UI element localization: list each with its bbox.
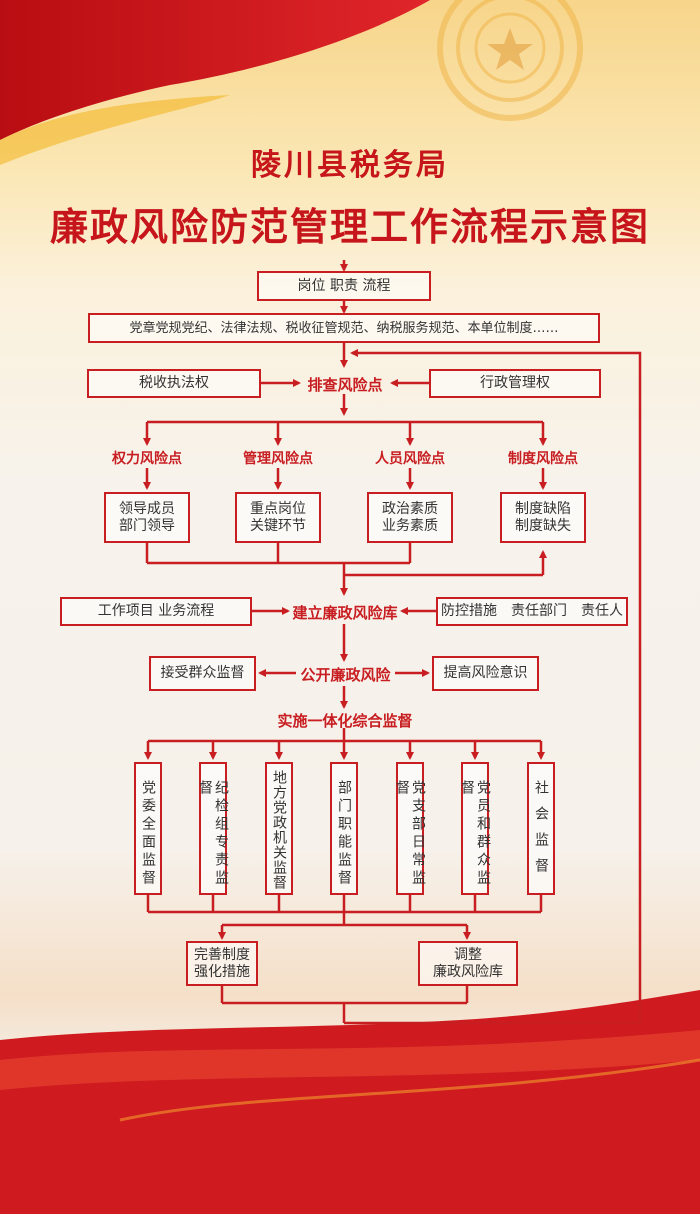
flow-connectors (143, 260, 642, 1025)
risk-label-personnel: 人员风险点 (375, 451, 445, 467)
check-risk-points-label: 排查风险点 (307, 376, 383, 394)
risk-label-system: 制度风险点 (508, 451, 578, 467)
org-title: 陵川县税务局 (251, 148, 449, 183)
integrated-supervision-label: 实施一体化综合监督 (277, 712, 413, 730)
supervision-local-government: 地方党政机关监督 (265, 762, 293, 895)
tax-enforcement-power-box: 税收执法权 (87, 369, 261, 398)
bottom-flag-decoration (0, 990, 700, 1214)
publicize-risk-label: 公开廉政风险 (300, 666, 391, 684)
risk-box-leaders: 领导成员 部门领导 (104, 492, 190, 543)
rules-box: 党章党规党纪、法律法规、税收征管规范、纳税服务规范、本单位制度…… (88, 313, 600, 343)
supervision-department: 部门职能监督 (330, 762, 358, 895)
risk-box-quality: 政治素质 业务素质 (367, 492, 453, 543)
post-duty-process-box: 岗位 职责 流程 (257, 271, 431, 301)
adjust-risk-library-box: 调整 廉政风险库 (418, 941, 518, 986)
work-projects-box: 工作项目 业务流程 (60, 597, 252, 626)
risk-box-system-defects: 制度缺陷 制度缺失 (500, 492, 586, 543)
raise-awareness-box: 提高风险意识 (432, 656, 539, 691)
build-risk-library-label: 建立廉政风险库 (292, 604, 398, 622)
control-measures-box: 防控措施 责任部门 责任人 (436, 597, 628, 626)
supervision-members-masses: 党员和群众监督 (459, 762, 491, 895)
diagram-title: 廉政风险防范管理工作流程示意图 (49, 205, 650, 249)
top-flag-decoration (0, 0, 430, 165)
supervision-society: 社会监督 (527, 762, 555, 895)
risk-label-management: 管理风险点 (243, 451, 313, 467)
supervision-party-branch: 党支部日常监督 (394, 762, 426, 895)
admin-power-box: 行政管理权 (429, 369, 601, 398)
improve-system-box: 完善制度 强化措施 (186, 941, 258, 986)
emblem-decoration (437, 0, 583, 121)
risk-label-power: 权力风险点 (112, 451, 182, 467)
supervision-discipline-group: 纪检组专责监督 (197, 762, 229, 895)
risk-box-key-posts: 重点岗位 关键环节 (235, 492, 321, 543)
public-supervision-box: 接受群众监督 (149, 656, 256, 691)
supervision-party-committee: 党委全面监督 (134, 762, 162, 895)
